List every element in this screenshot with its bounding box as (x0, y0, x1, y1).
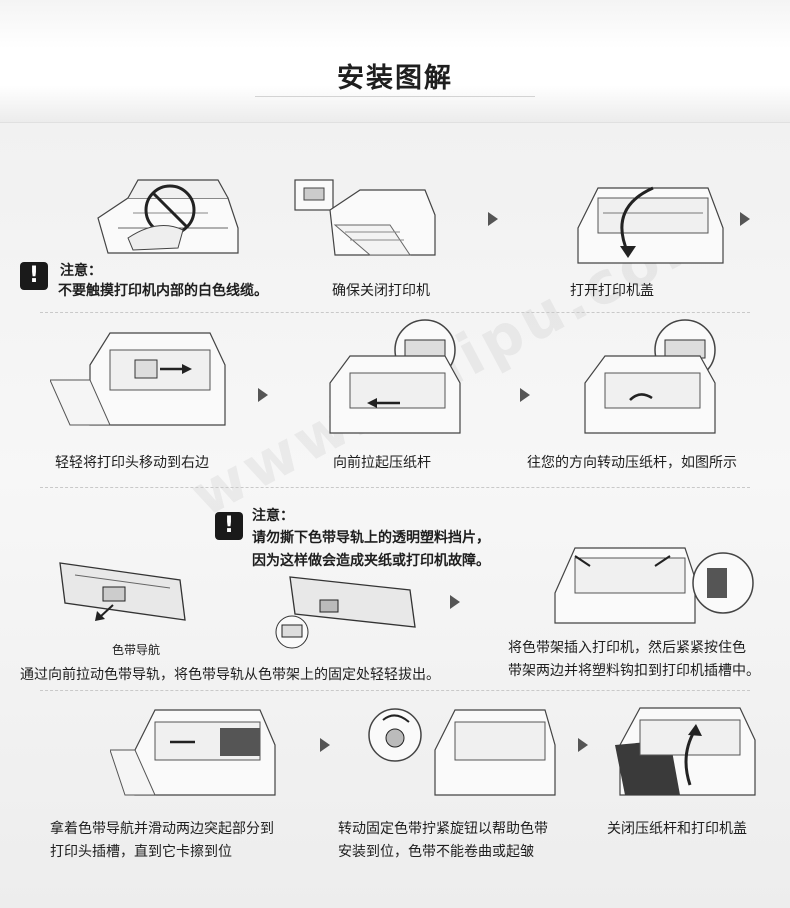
insert-ribbon-illustration (554, 547, 754, 624)
caption-power-off: 确保关闭打印机 (332, 283, 430, 299)
divider (40, 690, 750, 691)
close-cover-illustration (615, 707, 756, 796)
rotate-lever-illustration (584, 319, 716, 434)
caption-rotate-lever: 往您的方向转动压纸杆，如图所示 (527, 455, 737, 471)
caption-tighten-line-1: 转动固定色带拧紧旋钮以帮助色带 (338, 821, 548, 837)
printer-closed-illustration (294, 179, 436, 256)
step-arrow-icon (578, 738, 588, 752)
tighten-knob-illustration (368, 708, 556, 796)
printer-no-touch-illustration (97, 179, 239, 254)
caption-tighten-line-2: 安装到位，色带不能卷曲或起皱 (338, 844, 534, 860)
caption-open-cover: 打开打印机盖 (570, 283, 654, 299)
warning-icon: ! (215, 512, 243, 540)
note-line-1: 请勿撕下色带导轨上的透明塑料挡片， (252, 530, 490, 546)
note-text: 不要触摸打印机内部的白色线缆。 (58, 283, 268, 299)
caption-close-cover: 关闭压纸杆和打印机盖 (607, 821, 747, 837)
note-title: 注意： (252, 508, 294, 524)
step-arrow-icon (320, 738, 330, 752)
slide-guide-illustration (110, 709, 276, 796)
caption-pull-lever: 向前拉起压纸杆 (333, 455, 431, 471)
caption-slide-guide-line-1: 拿着色带导航并滑动两边突起部分到 (50, 821, 274, 837)
printer-open-cover-illustration (577, 186, 724, 264)
caption-insert-line-2: 带架两边并将塑料钩扣到打印机插槽中。 (508, 663, 760, 679)
step-arrow-icon (258, 388, 268, 402)
caption-remove-guide: 通过向前拉动色带导轨，将色带导轨从色带架上的固定处轻轻拔出。 (20, 667, 440, 683)
ribbon-guide-illustration (59, 562, 186, 621)
header: 安装图解 (0, 0, 790, 123)
step-arrow-icon (488, 212, 498, 226)
note-line-2: 因为这样做会造成夹纸或打印机故障。 (252, 553, 490, 569)
title-underline (255, 96, 535, 97)
step-arrow-icon (740, 212, 750, 226)
pull-lever-illustration (329, 319, 461, 434)
caption-move-printhead: 轻轻将打印头移动到右边 (55, 455, 209, 471)
note-title: 注意： (60, 263, 102, 279)
printhead-move-illustration (50, 332, 226, 426)
ribbon-cartridge-illustration (275, 576, 416, 649)
step-arrow-icon (520, 388, 530, 402)
divider (40, 312, 750, 313)
caption-insert-line-1: 将色带架插入打印机，然后紧紧按住色 (508, 640, 746, 656)
step-arrow-icon (450, 595, 460, 609)
ribbon-guide-label: 色带导航 (112, 643, 161, 657)
divider (40, 487, 750, 488)
page-title: 安装图解 (337, 63, 453, 94)
warning-icon: ! (20, 262, 48, 290)
caption-slide-guide-line-2: 打印头插槽，直到它卡擦到位 (50, 844, 232, 860)
